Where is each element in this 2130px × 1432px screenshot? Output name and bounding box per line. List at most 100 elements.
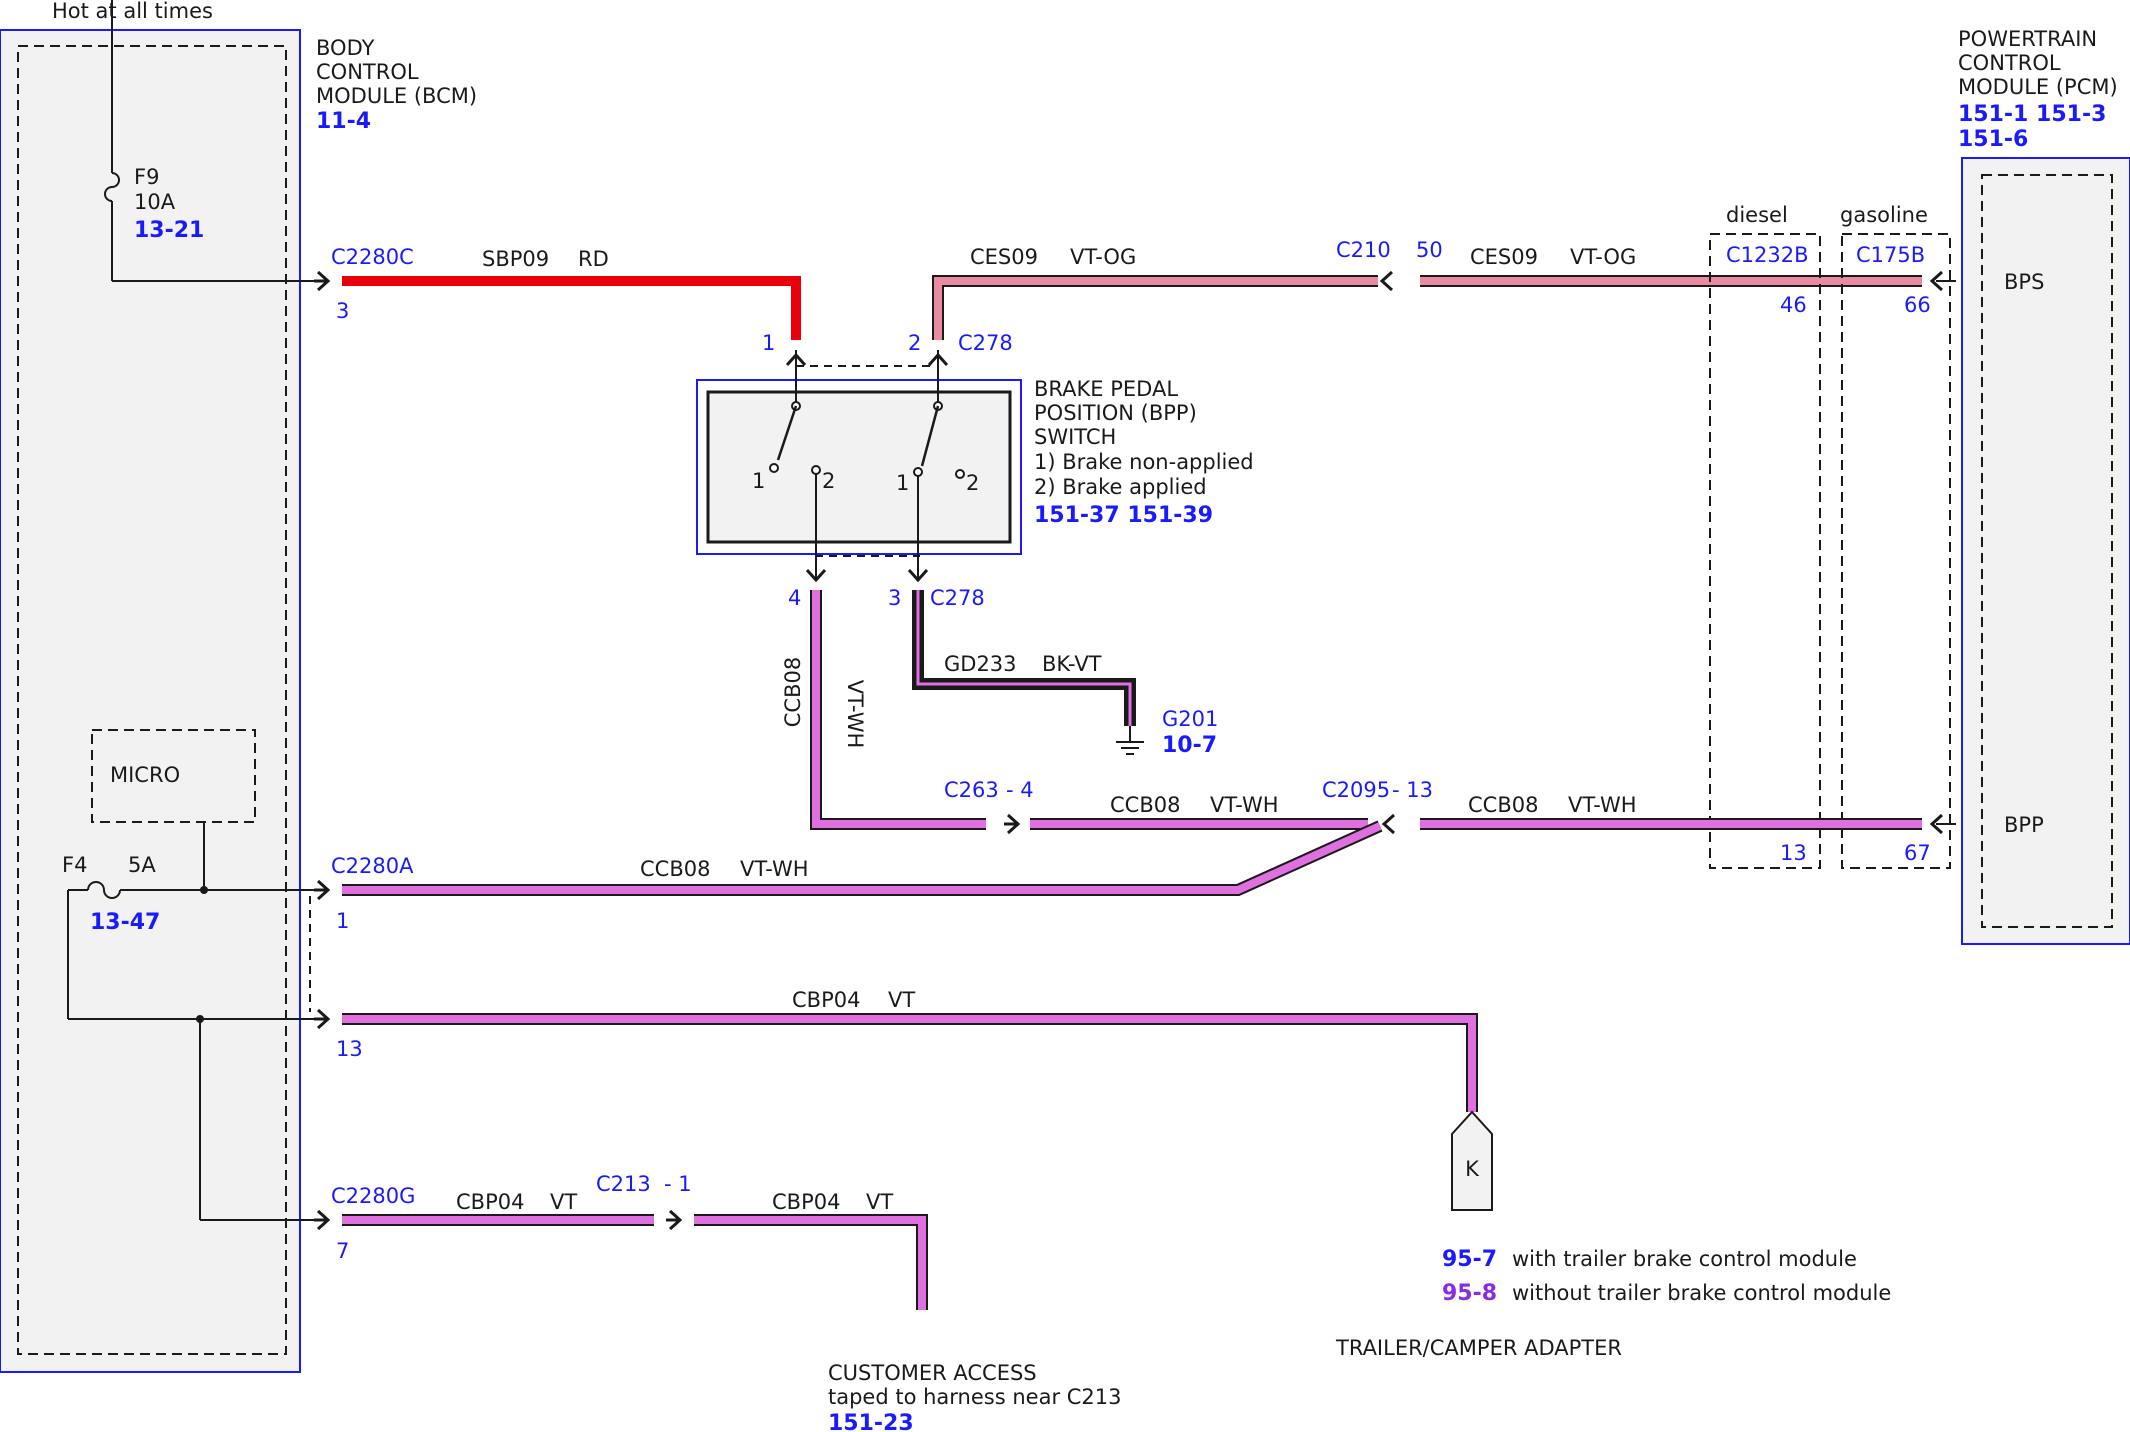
wire-ccb08-color: VT-WH — [1210, 793, 1279, 817]
connector-c1232b[interactable]: C1232B — [1726, 243, 1809, 267]
connector-arrow — [1380, 270, 1394, 292]
wire-gd233-color: BK-VT — [1042, 652, 1102, 676]
pin-label: 3 — [336, 299, 349, 323]
terminal-k[interactable] — [1451, 1110, 1493, 1211]
fuse-f4-ref[interactable]: 13-47 — [90, 910, 160, 935]
pcm-name-line1: POWERTRAIN — [1958, 27, 2097, 51]
fuse-f4-rating: 5A — [128, 853, 156, 877]
hot-label: Hot at all times — [52, 0, 213, 23]
connector-c213[interactable]: C213 — [596, 1172, 651, 1196]
legend-text1: with trailer brake control module — [1512, 1247, 1857, 1271]
pin-label: 13 — [336, 1037, 363, 1061]
connector-c1232b-box — [1709, 233, 1821, 869]
bpp-pos2b: 2 — [966, 471, 979, 495]
legend-ref1[interactable]: 95-7 — [1442, 1247, 1497, 1272]
bpp-pos1b: 1 — [896, 471, 909, 495]
customer-line2: taped to harness near C213 — [828, 1385, 1122, 1409]
wire-cbp04-label: CBP04 — [792, 988, 860, 1012]
connector-arrow — [312, 1008, 330, 1030]
terminal-k-label: K — [1465, 1157, 1480, 1181]
pin-label: 7 — [336, 1239, 349, 1263]
connector-arrow — [1382, 813, 1396, 835]
connector-c263[interactable]: C263 — [944, 778, 999, 802]
pcm-bpp-label: BPP — [2004, 813, 2044, 837]
connector-c2280a[interactable]: C2280A — [331, 854, 414, 878]
wire-gd233-label: GD233 — [944, 652, 1017, 676]
connector-arrow — [1002, 813, 1020, 835]
ground-g201[interactable]: G201 — [1162, 707, 1218, 731]
ground-symbol — [1116, 726, 1144, 755]
connector-arrow — [312, 879, 330, 901]
pcm-bps-label: BPS — [2004, 270, 2044, 294]
bcm-ref[interactable]: 11-4 — [316, 109, 371, 134]
wire-cbp04[interactable] — [342, 1013, 1478, 1310]
pcm-ref-line2[interactable]: 151-6 — [1958, 127, 2028, 152]
wire-sbp09-color: RD — [578, 247, 609, 271]
connector-c278-top[interactable]: C278 — [958, 331, 1013, 355]
connector-c175b-box — [1841, 233, 1951, 869]
legend-ref2[interactable]: 95-8 — [1442, 1281, 1497, 1306]
bpp-pos1a: 1 — [752, 469, 765, 493]
bcm-name-line2: CONTROL — [316, 60, 419, 84]
connector-c278-bottom[interactable]: C278 — [930, 586, 985, 610]
bpp-switch — [696, 350, 1022, 580]
customer-ref[interactable]: 151-23 — [828, 1411, 914, 1432]
pin-label: 4 — [788, 586, 801, 610]
bcm-name-line3: MODULE (BCM) — [316, 84, 477, 108]
bpp-state1: 1) Brake non-applied — [1034, 450, 1254, 474]
bpp-ref[interactable]: 151-37 151-39 — [1034, 503, 1213, 528]
pin-label: 1 — [762, 331, 775, 355]
pcm-name-line3: MODULE (PCM) — [1958, 75, 2118, 99]
wire-cbp04-label: CBP04 — [772, 1190, 840, 1214]
wire-ccb08-color: VT-WH — [843, 680, 867, 749]
fuse-f9-name: F9 — [134, 165, 159, 189]
wire-ccb08-label: CCB08 — [640, 857, 710, 881]
connector-arrow — [312, 1209, 330, 1231]
fuse-f4-circuit — [67, 822, 318, 1221]
pin-label: 2 — [908, 331, 921, 355]
bpp-name-line1: BRAKE PEDAL — [1034, 377, 1178, 401]
wire-sbp09[interactable] — [342, 276, 801, 340]
fuse-f9-circuit — [104, 0, 318, 282]
fuse-f9-ref[interactable]: 13-21 — [134, 218, 204, 243]
connector-c210[interactable]: C210 — [1336, 238, 1391, 262]
connector-c2280g[interactable]: C2280G — [331, 1184, 415, 1208]
bcm-name-line1: BODY — [316, 36, 375, 60]
pin-label: 3 — [888, 586, 901, 610]
wire-ccb08-label: CCB08 — [781, 657, 805, 727]
pcm-ref-line1[interactable]: 151-1 151-3 — [1958, 102, 2106, 127]
connector-c2280c[interactable]: C2280C — [331, 245, 414, 269]
wire-ces09-color: VT-OG — [1070, 245, 1136, 269]
pcm-module — [1961, 157, 2130, 945]
wire-cbp04-label: CBP04 — [456, 1190, 524, 1214]
pin-label: 1 — [336, 909, 349, 933]
wire-ccb08-label: CCB08 — [1110, 793, 1180, 817]
wire-cbp04-color: VT — [866, 1190, 893, 1214]
wire-ccb08[interactable] — [342, 590, 1922, 896]
pin-label: 46 — [1780, 293, 1807, 317]
wire-cbp04-color: VT — [550, 1190, 577, 1214]
wire-ccb08-color: VT-WH — [740, 857, 809, 881]
fuse-f9-rating: 10A — [134, 190, 176, 214]
legend-text2: without trailer brake control module — [1512, 1281, 1891, 1305]
pin-label: 66 — [1904, 293, 1931, 317]
wire-ces09[interactable] — [932, 275, 1922, 340]
legend-title: TRAILER/CAMPER ADAPTER — [1335, 1336, 1622, 1360]
junction-dot — [200, 886, 208, 894]
connector-c2095[interactable]: C2095 — [1322, 778, 1390, 802]
pcm-name-line2: CONTROL — [1958, 51, 2061, 75]
pin-label: 13 — [1780, 841, 1807, 865]
connector-arrow — [664, 1209, 682, 1231]
pin-label: 67 — [1904, 841, 1931, 865]
ground-ref[interactable]: 10-7 — [1162, 733, 1217, 758]
fuse-f4-name: F4 — [62, 853, 87, 877]
connector-c175b[interactable]: C175B — [1856, 243, 1925, 267]
wire-gd233[interactable] — [912, 590, 1136, 726]
junction-dot — [196, 1015, 204, 1023]
connector-arrow — [312, 270, 330, 292]
bpp-pos2a: 2 — [822, 469, 835, 493]
pin-label: - 1 — [664, 1172, 692, 1196]
wire-ces09-color: VT-OG — [1570, 245, 1636, 269]
diesel-label: diesel — [1726, 203, 1788, 227]
